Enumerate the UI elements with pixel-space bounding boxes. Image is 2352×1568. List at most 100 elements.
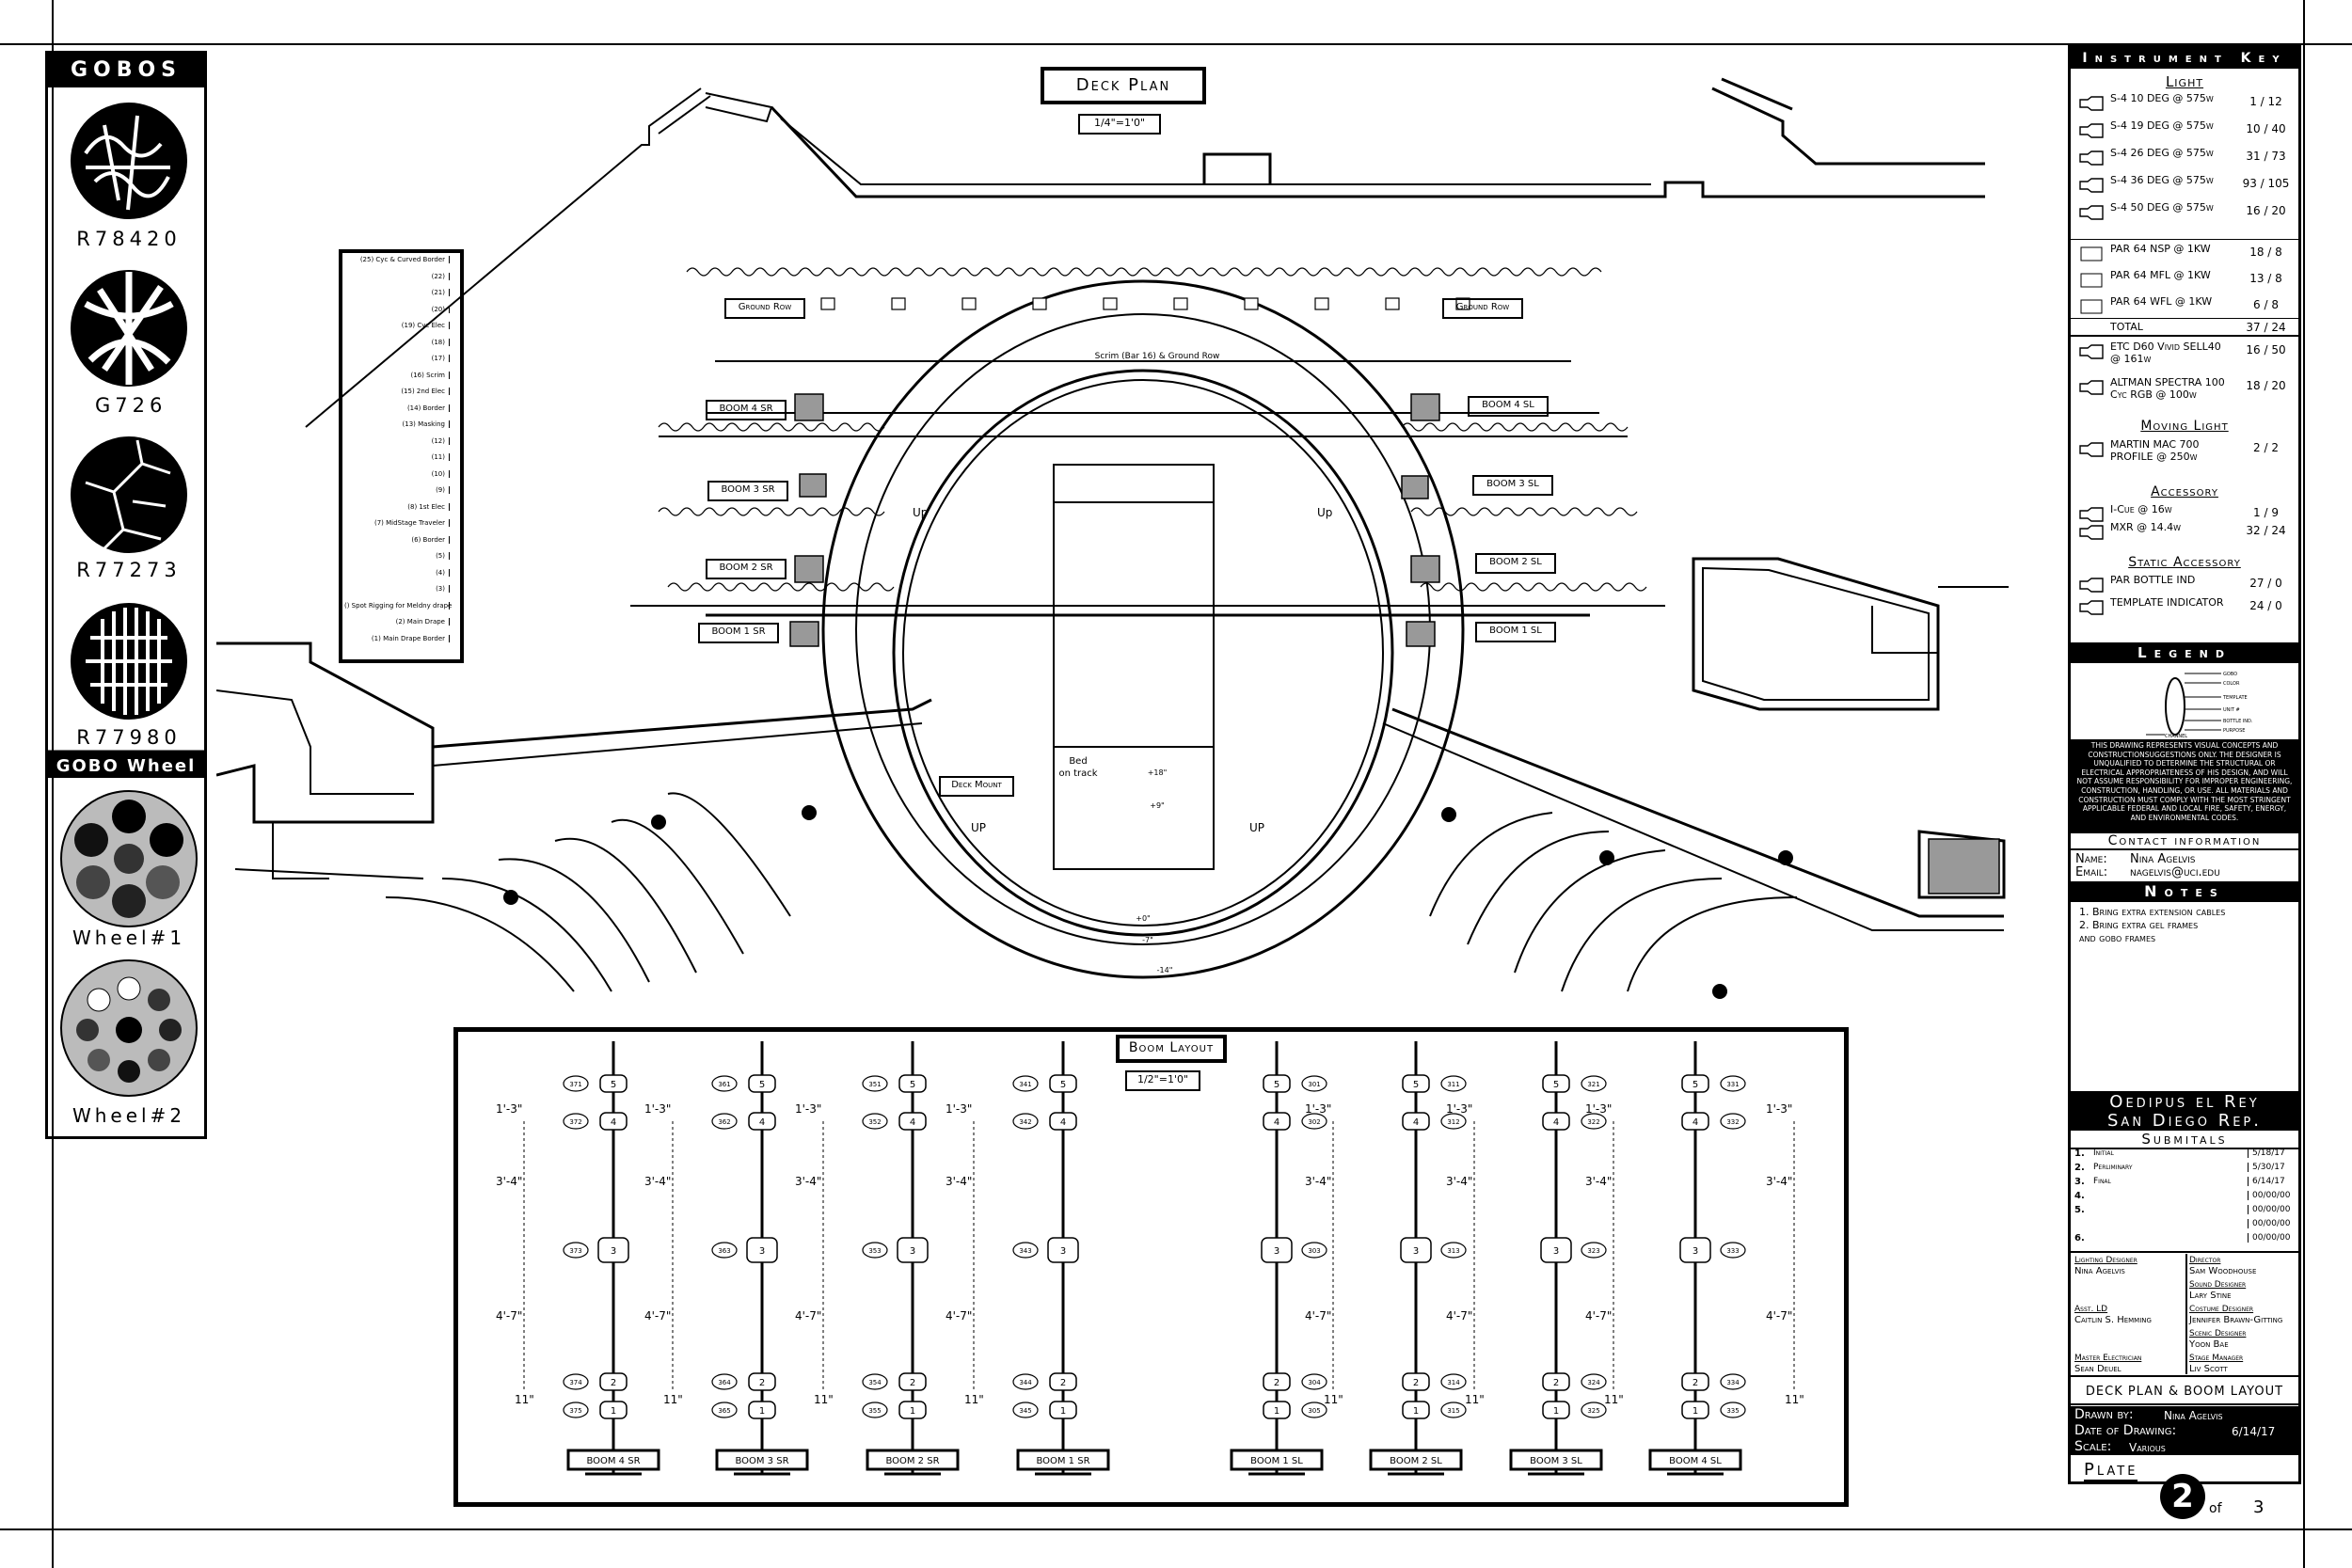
unit-number-label: 5 <box>910 1080 915 1090</box>
channel-bubble <box>711 1075 738 1092</box>
boom-instrument <box>1542 1372 1570 1391</box>
channel-bubble <box>1440 1113 1467 1130</box>
scale-value: Various <box>2129 1441 2166 1454</box>
channel-bubble <box>1440 1242 1467 1259</box>
legend-label-bottle: BOTTLE IND. <box>2223 719 2253 724</box>
channel-bubble <box>1581 1242 1607 1259</box>
gobo-code-3: R77273 <box>76 559 181 581</box>
legend-disclaimer: THIS DRAWING REPRESENTS VISUAL CONCEPTS … <box>2071 739 2298 833</box>
lineset-item: (19) Cyc Elec <box>344 322 450 329</box>
unit-number-label: 3 <box>1692 1246 1698 1257</box>
credit-name: Jennifer Brawn-Gitting <box>2189 1315 2283 1325</box>
channel-bubble <box>862 1113 888 1130</box>
instrument-count: 93 / 105 <box>2242 177 2290 190</box>
height-label-3: -7" <box>1142 936 1153 944</box>
unit-number-label: 2 <box>759 1378 765 1388</box>
lineset-item: (2) Main Drape <box>344 618 450 626</box>
lineset-item: (20) <box>344 305 450 313</box>
divider <box>2071 318 2298 319</box>
divider <box>2071 1403 2298 1405</box>
legend-disclaimer-text: THIS DRAWING REPRESENTS VISUAL CONCEPTS … <box>2076 741 2293 822</box>
boom-label: BOOM 1 SL <box>1250 1456 1303 1466</box>
boom-layout-scale: 1/2"=1'0" <box>1136 1073 1189 1085</box>
channel-number: 353 <box>868 1247 881 1255</box>
dimension-label: 4'-7" <box>644 1309 671 1323</box>
channel-bubble <box>862 1242 888 1259</box>
unit-number-label: 4 <box>1060 1117 1066 1128</box>
channel-bubble <box>1012 1075 1039 1092</box>
channel-bubble <box>1301 1075 1327 1092</box>
boom-instrument <box>897 1237 929 1263</box>
channel-number: 344 <box>1019 1379 1032 1386</box>
boom-instrument <box>1402 1074 1430 1093</box>
boom-instrument <box>1047 1237 1079 1263</box>
drawing-info-block <box>2071 1406 2298 1455</box>
unit-number-label: 1 <box>1413 1406 1419 1417</box>
dimension-label: 4'-7" <box>946 1309 972 1323</box>
foliage-gobo-icon <box>71 103 187 219</box>
lineset-item: (22) <box>344 272 450 280</box>
channel-bubble <box>563 1402 589 1418</box>
unit-number-label: 3 <box>759 1246 765 1257</box>
channel-bubble <box>563 1242 589 1259</box>
channel-bubble <box>1012 1402 1039 1418</box>
unit-number-label: 4 <box>759 1117 765 1128</box>
boom-instrument <box>599 1401 628 1419</box>
channel-number: 332 <box>1726 1118 1739 1126</box>
boom-instrument <box>1681 1074 1709 1093</box>
bed-label-1: Bed <box>1069 756 1087 767</box>
channel-bubble <box>1012 1373 1039 1390</box>
channel-number: 304 <box>1308 1379 1321 1386</box>
divider <box>2071 1375 2298 1377</box>
boom-layout-panel <box>453 1027 1849 1507</box>
boom-label-box <box>866 1449 960 1471</box>
lineset-item: (25) Cyc & Curved Border <box>344 256 450 263</box>
channel-number: 322 <box>1587 1118 1599 1126</box>
legend-label-purpose: PURPOSE <box>2223 728 2245 734</box>
channel-bubble <box>1581 1113 1607 1130</box>
unit-number-label: 4 <box>1553 1117 1559 1128</box>
channel-bubble <box>1581 1402 1607 1418</box>
gobo-wheel-title: GOBO Wheel <box>56 756 197 776</box>
legend-label-unit: UNIT # <box>2223 707 2240 713</box>
boom-instrument <box>1681 1401 1709 1419</box>
plate-of: of <box>2209 1501 2222 1516</box>
height-label-0: +0" <box>1136 914 1150 923</box>
boom-instrument <box>1402 1112 1430 1131</box>
credit-role: Asst. LD <box>2074 1305 2108 1314</box>
submittal-number: 6. <box>2074 1233 2085 1243</box>
gobo-panel-title: GOBOS <box>48 54 204 87</box>
boom-instrument <box>748 1074 776 1093</box>
instrument-count: 27 / 0 <box>2249 577 2282 590</box>
lineset-item: (15) 2nd Elec <box>344 388 450 395</box>
contact-email-label: Email: <box>2075 865 2108 879</box>
unit-number-label: 1 <box>759 1406 765 1417</box>
lineset-item: (16) Scrim <box>344 371 450 379</box>
unit-number-label: 5 <box>611 1080 616 1090</box>
unit-number-label: 3 <box>1060 1246 1066 1257</box>
deck-boom-1-sr: BOOM 1 SR <box>711 626 766 637</box>
boom-instrument <box>1402 1372 1430 1391</box>
channel-number: 341 <box>1019 1081 1031 1088</box>
note-3: and gobo frames <box>2079 932 2156 944</box>
unit-number-label: 1 <box>611 1406 616 1417</box>
channel-bubble <box>563 1373 589 1390</box>
channel-bubble <box>862 1373 888 1390</box>
dimension-label: 11" <box>1324 1393 1343 1406</box>
deck-boom-4-sl-box <box>1468 396 1549 417</box>
deck-plan-title: Deck Plan <box>1075 75 1171 95</box>
boom-label: BOOM 1 SR <box>1036 1456 1089 1466</box>
wheel-2-label: Wheel#2 <box>72 1104 185 1127</box>
dimension-label: 3'-4" <box>496 1175 522 1188</box>
lineset-item: (6) Border <box>344 535 450 544</box>
cracks-gobo-icon <box>71 436 187 553</box>
lineset-item: (8) 1st Elec <box>344 502 450 511</box>
dimension-label: 4'-7" <box>1766 1309 1792 1323</box>
submittal-date: 6/14/17 <box>2248 1177 2298 1186</box>
boom-instrument <box>1049 1074 1077 1093</box>
ground-row-right: Ground Row <box>1455 302 1510 312</box>
scale-label: Scale: <box>2074 1439 2112 1454</box>
channel-number: 302 <box>1308 1118 1320 1126</box>
legend-label-color: COLOR <box>2223 681 2240 687</box>
channel-number: 352 <box>868 1118 881 1126</box>
